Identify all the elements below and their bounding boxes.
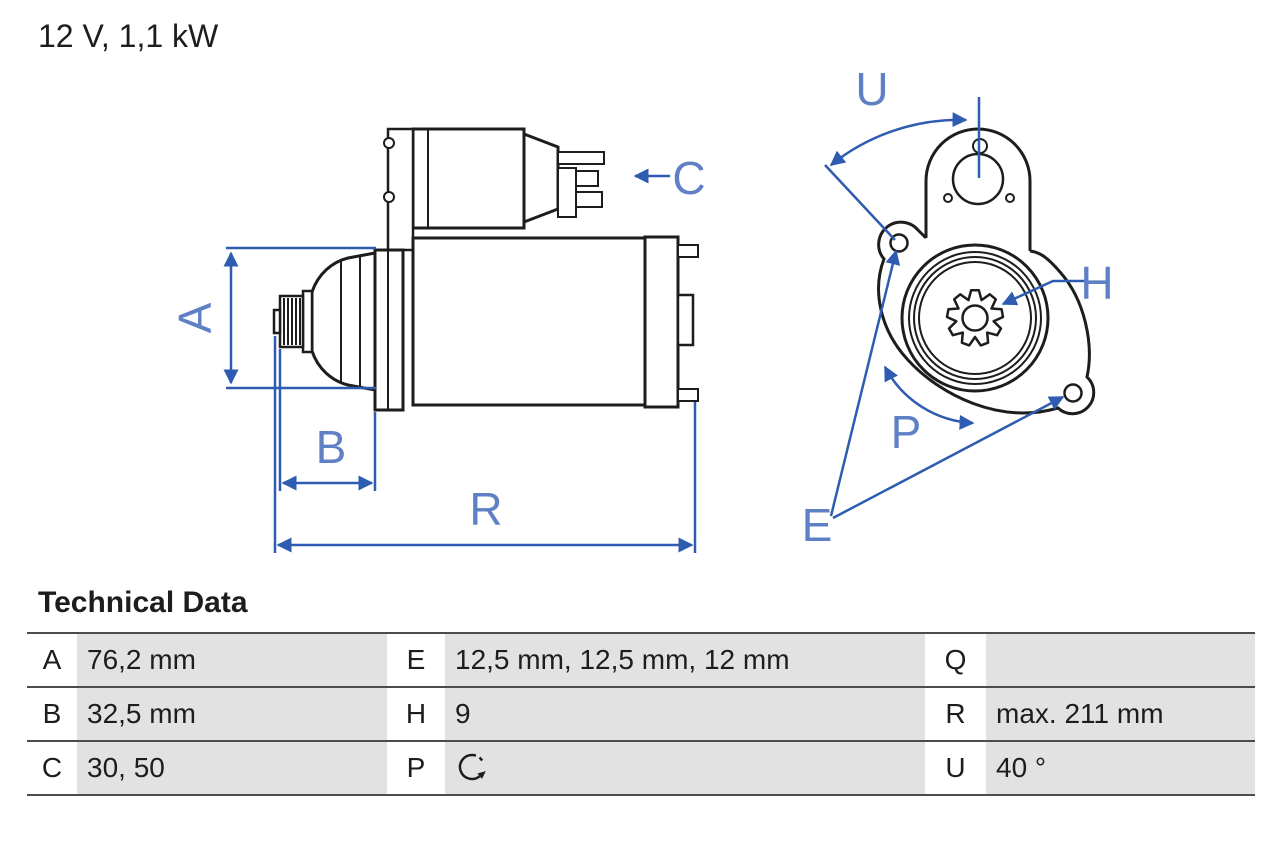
motor-body — [411, 236, 647, 407]
table-value-u: 40 ° — [986, 742, 1255, 796]
table-value-p — [445, 742, 925, 796]
dim-arc-p — [883, 365, 975, 430]
dim-leader-h — [1001, 279, 1085, 306]
solenoid-cap — [522, 131, 560, 225]
table-value-c: 30, 50 — [77, 742, 387, 796]
technical-drawing: A B R C U H P E — [169, 63, 1114, 553]
technical-data-table: A 76,2 mm E 12,5 mm, 12,5 mm, 12 mm Q B … — [27, 632, 1255, 796]
table-value-q — [986, 634, 1255, 688]
dim-label-u: U — [855, 63, 888, 115]
solenoid-terminals — [557, 151, 605, 218]
dim-label-a: A — [169, 302, 221, 333]
table-value-r: max. 211 mm — [986, 688, 1255, 742]
ear-hole-bottom-right — [1063, 383, 1083, 403]
table-value-b: 32,5 mm — [77, 688, 387, 742]
boss-ring-outer — [900, 243, 1050, 393]
table-key-r: R — [925, 688, 986, 742]
side-view — [272, 127, 699, 412]
table-key-q: Q — [925, 634, 986, 688]
page-title: 12 V, 1,1 kW — [38, 18, 219, 54]
table-key-h: H — [387, 688, 445, 742]
front-view — [877, 127, 1096, 416]
table-key-a: A — [27, 634, 77, 688]
rear-cap — [643, 235, 680, 409]
dim-label-h: H — [1080, 257, 1113, 309]
mount-bracket — [386, 127, 415, 252]
table-key-b: B — [27, 688, 77, 742]
bell-housing — [310, 251, 377, 392]
dim-label-e: E — [802, 499, 833, 551]
dim-label-b: B — [316, 421, 347, 473]
table-key-p: P — [387, 742, 445, 796]
side-view-dimensions — [223, 168, 697, 553]
flange-outline — [877, 220, 1096, 416]
table-key-c: C — [27, 742, 77, 796]
solenoid-body — [411, 127, 526, 230]
dim-label-r: R — [469, 483, 502, 535]
dim-leader-e2 — [832, 395, 1065, 520]
table-value-e: 12,5 mm, 12,5 mm, 12 mm — [445, 634, 925, 688]
table-value-h: 9 — [445, 688, 925, 742]
section-heading: Technical Data — [38, 586, 248, 619]
dim-label-p: P — [891, 406, 922, 458]
rotation-cw-icon — [458, 753, 486, 781]
dim-label-c: C — [672, 152, 705, 204]
table-key-u: U — [925, 742, 986, 796]
dim-leader-e1 — [829, 249, 901, 517]
shaft-hole — [961, 304, 989, 332]
front-view-dimensions — [824, 97, 1085, 520]
table-value-a: 76,2 mm — [77, 634, 387, 688]
table-key-e: E — [387, 634, 445, 688]
dim-arc-u — [829, 112, 968, 166]
